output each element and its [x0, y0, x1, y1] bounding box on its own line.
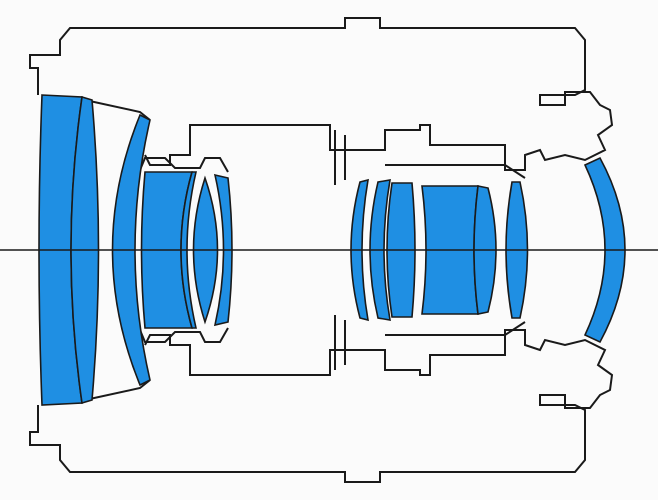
barrel-upper	[29, 17, 614, 171]
lens-element-14	[583, 156, 626, 344]
front-hood-lower	[84, 379, 151, 401]
mount-group2-lower	[139, 327, 229, 343]
mount-group2-upper	[139, 157, 229, 173]
mount-rear-upper	[334, 130, 526, 185]
lens-element-7	[213, 173, 233, 327]
barrel-lower	[29, 329, 614, 483]
lens-element-5	[180, 171, 198, 329]
mount-rear-lower	[334, 315, 526, 370]
front-hood-upper	[84, 99, 151, 121]
lens-barrel-outline	[29, 17, 614, 483]
